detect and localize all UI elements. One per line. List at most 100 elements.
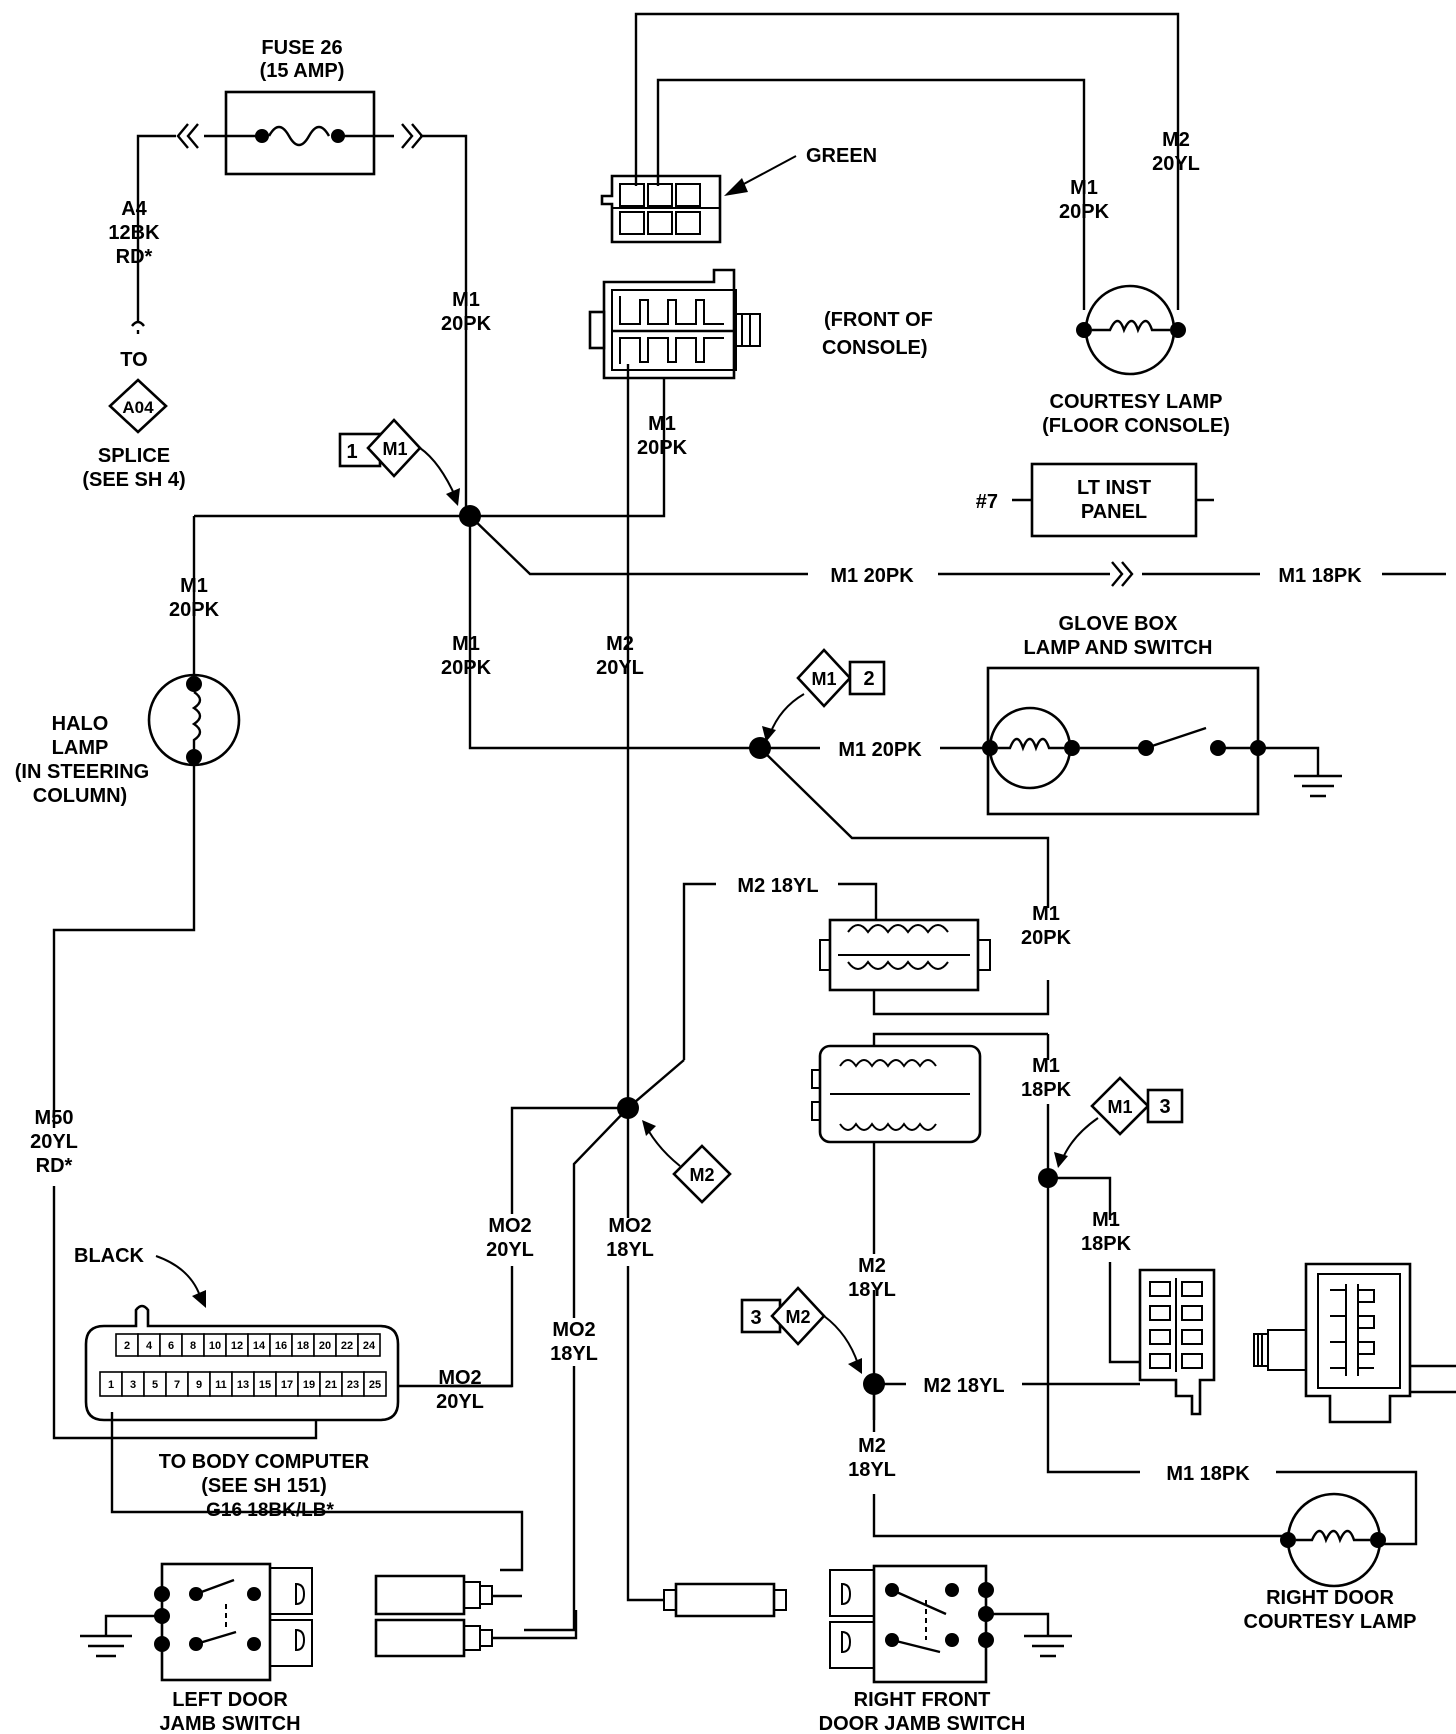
svg-text:LT INST: LT INST: [1077, 477, 1151, 499]
svg-text:A04: A04: [122, 398, 154, 417]
svg-text:M1: M1: [180, 575, 208, 597]
bottom-pin-label-15: 15: [259, 1379, 271, 1391]
bottom-pin-label-17: 17: [281, 1379, 293, 1391]
svg-text:DOOR JAMB SWITCH: DOOR JAMB SWITCH: [819, 1713, 1026, 1734]
bottom-pin-label-19: 19: [303, 1379, 315, 1391]
svg-text:MO2: MO2: [438, 1367, 481, 1389]
svg-text:M1: M1: [452, 633, 480, 655]
svg-text:(IN STEERING: (IN STEERING: [15, 761, 149, 783]
svg-text:BLACK: BLACK: [74, 1245, 145, 1267]
top-pin-label-14: 14: [253, 1340, 266, 1352]
bottom-pin-label-11: 11: [215, 1379, 227, 1391]
bottom-pin-label-21: 21: [325, 1379, 337, 1391]
bottom-pin-label-23: 23: [347, 1379, 359, 1391]
top-pin-label-12: 12: [231, 1340, 243, 1352]
svg-text:M2 18YL: M2 18YL: [737, 875, 818, 897]
svg-text:M1 18PK: M1 18PK: [1166, 1463, 1250, 1485]
svg-text:MO2: MO2: [552, 1319, 595, 1341]
fuse-rating: (15 AMP): [260, 60, 345, 82]
svg-text:20YL: 20YL: [30, 1131, 78, 1153]
m2-18yl-connector-lower: [811, 1044, 982, 1144]
top-pin-cell-24: [357, 1333, 381, 1357]
svg-text:20PK: 20PK: [169, 599, 220, 621]
a4-wire-label: A4 12BK RD*: [108, 198, 160, 268]
svg-text:20YL: 20YL: [486, 1239, 534, 1261]
svg-text:LAMP AND SWITCH: LAMP AND SWITCH: [1024, 637, 1213, 659]
svg-text:MO2: MO2: [488, 1215, 531, 1237]
bottom-pin-label-9: 9: [196, 1379, 202, 1391]
top-pin-label-2: 2: [124, 1340, 130, 1352]
svg-text:(FRONT OF: (FRONT OF: [824, 309, 933, 331]
splice-marker-4: M2: [642, 1120, 732, 1204]
svg-text:18YL: 18YL: [848, 1459, 896, 1481]
svg-text:(FLOOR CONSOLE): (FLOOR CONSOLE): [1042, 415, 1230, 437]
bottom-pin-label-13: 13: [237, 1379, 249, 1391]
splice-a04-ref: TO A04 SPLICE (SEE SH 4): [82, 349, 185, 491]
svg-text:M1: M1: [1092, 1209, 1120, 1231]
svg-text:3: 3: [750, 1307, 761, 1329]
svg-text:M1: M1: [1032, 903, 1060, 925]
svg-text:LEFT DOOR: LEFT DOOR: [172, 1689, 288, 1711]
green-connector: GREEN: [600, 145, 877, 244]
left-door-jamb-switch: LEFT DOOR JAMB SWITCH: [80, 1562, 313, 1734]
svg-text:COURTESY LAMP: COURTESY LAMP: [1244, 1611, 1417, 1633]
svg-text:3: 3: [1159, 1096, 1170, 1118]
m2-18yl-connector-top: [819, 918, 991, 992]
splice-marker-1: 1 M1: [338, 418, 460, 506]
svg-text:M1: M1: [1070, 177, 1098, 199]
svg-text:M1 20PK: M1 20PK: [838, 739, 922, 761]
svg-text:20PK: 20PK: [441, 313, 492, 335]
svg-text:(SEE SH 4): (SEE SH 4): [82, 469, 185, 491]
ground-wire-g16: G16 18BK/LB*: [206, 1500, 334, 1521]
svg-text:COLUMN): COLUMN): [33, 785, 127, 807]
svg-text:TO: TO: [120, 349, 147, 371]
svg-text:20PK: 20PK: [1059, 201, 1110, 223]
front-console-connector: (FRONT OF CONSOLE): [588, 268, 933, 380]
right-front-plug: [663, 1582, 787, 1618]
right-front-door-jamb-switch: RIGHT FRONT DOOR JAMB SWITCH: [819, 1564, 1072, 1734]
svg-text:M1: M1: [1032, 1055, 1060, 1077]
fuse-feed-wire: [136, 123, 468, 512]
svg-text:HALO: HALO: [52, 713, 109, 735]
svg-text:GLOVE BOX: GLOVE BOX: [1059, 613, 1179, 635]
svg-text:M2: M2: [858, 1435, 886, 1457]
svg-text:(SEE SH 151): (SEE SH 151): [201, 1475, 327, 1497]
top-pin-label-18: 18: [297, 1340, 309, 1352]
svg-text:20YL: 20YL: [436, 1391, 484, 1413]
svg-text:M2: M2: [1162, 129, 1190, 151]
svg-text:M1: M1: [1107, 1097, 1132, 1117]
svg-text:COURTESY LAMP: COURTESY LAMP: [1050, 391, 1223, 413]
wire-m1-18pk-run: M1 18PK: [1278, 565, 1362, 587]
svg-text:20YL: 20YL: [596, 657, 644, 679]
svg-text:20PK: 20PK: [637, 437, 688, 459]
svg-text:MO2: MO2: [608, 1215, 651, 1237]
top-pin-label-8: 8: [190, 1340, 196, 1352]
top-pin-label-20: 20: [319, 1340, 331, 1352]
svg-text:18PK: 18PK: [1021, 1079, 1072, 1101]
svg-text:18YL: 18YL: [606, 1239, 654, 1261]
top-pin-label-4: 4: [146, 1340, 153, 1352]
top-pin-label-16: 16: [275, 1340, 287, 1352]
wire-m1-to-console: [194, 356, 666, 518]
bottom-pin-label-3: 3: [130, 1379, 136, 1391]
svg-text:RD*: RD*: [116, 246, 153, 268]
svg-text:M50: M50: [35, 1107, 74, 1129]
splice-marker-5: 3 M2: [740, 1286, 862, 1374]
bottom-pin-label-25: 25: [369, 1379, 381, 1391]
svg-text:RIGHT FRONT: RIGHT FRONT: [854, 1689, 991, 1711]
svg-text:SPLICE: SPLICE: [98, 445, 170, 467]
svg-text:A4: A4: [121, 198, 147, 220]
top-pin-label-24: 24: [363, 1340, 376, 1352]
svg-text:GREEN: GREEN: [806, 145, 877, 167]
right-door-courtesy-lamp: RIGHT DOOR COURTESY LAMP: [1236, 1492, 1417, 1633]
svg-text:M1: M1: [452, 289, 480, 311]
lt-inst-panel-box: #7 LT INST PANEL: [976, 462, 1214, 538]
svg-text:M2: M2: [858, 1255, 886, 1277]
right-door-connector-pair: [1138, 1262, 1456, 1424]
svg-text:LAMP: LAMP: [52, 737, 109, 759]
svg-text:CONSOLE): CONSOLE): [822, 337, 928, 359]
bottom-pin-label-5: 5: [152, 1379, 158, 1391]
